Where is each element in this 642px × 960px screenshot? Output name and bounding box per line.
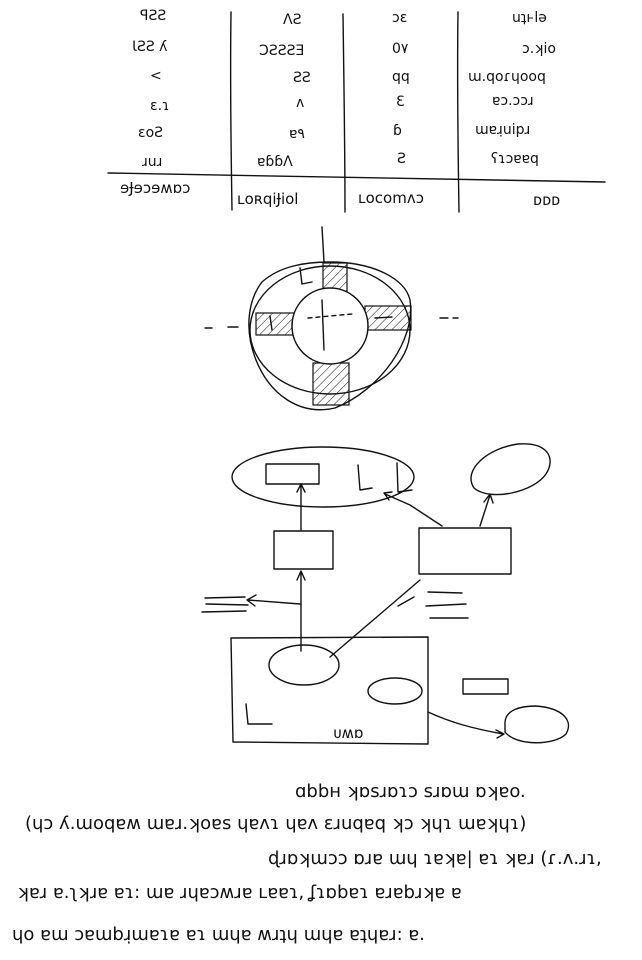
table-cell: ɓ xyxy=(393,123,402,139)
cross-section-sketch xyxy=(204,226,459,411)
table-cell: ɯ.qoɾɥooq xyxy=(468,69,546,85)
note-line: ɥo ɐɯ ɔɐɯbɹ̣ɯɐɿɐ ɐɿ ɯɥɐ ʍɹʇɥ ɯɥɐ ɐʇɥɐɹ: … xyxy=(12,924,425,945)
module-box xyxy=(265,463,320,485)
group-ellipse xyxy=(231,446,415,508)
table-cell: 0٧ xyxy=(392,41,409,57)
table-cell: ɔɛ xyxy=(392,10,407,26)
table-cell: ɅƧ xyxy=(283,12,301,28)
table-header: ᴅᴅᴅ xyxy=(533,191,560,209)
arrow-link xyxy=(246,594,301,607)
hatch-mark xyxy=(269,267,393,331)
outer-shell xyxy=(248,261,412,411)
note-line: ɑbbʜ ʞɒsɹɒɿɔ sɹɒɯ ɒʞɐo. xyxy=(295,781,526,802)
table-cell: ɹuɹ xyxy=(142,154,162,170)
axis-line xyxy=(307,313,353,319)
external-box xyxy=(462,678,509,695)
table-cell: < xyxy=(150,68,162,84)
module-marker xyxy=(357,462,413,493)
middle-box-right xyxy=(418,527,512,575)
label-stub xyxy=(425,591,469,619)
axis-dash xyxy=(204,317,459,329)
table-cell: ɐ٩ xyxy=(289,126,305,142)
arrow-link xyxy=(427,711,505,739)
note-line: ʞɐɹ ɐ.ʅʞɹɐ ɐɿ: ɯɐ ɹɥɐɔʍɹɐ ʟɐɐɿ, ʆɿɒbɐɿ ɐ… xyxy=(17,882,462,903)
table-cell: uʇⱶlǝ xyxy=(512,10,547,26)
table-cell: Ƨ xyxy=(397,151,406,167)
table-cell: ƖƧƧ ʎ xyxy=(132,39,167,55)
table-header: ʟocomᴧɔ xyxy=(358,189,424,207)
table-divider xyxy=(342,13,346,213)
table-cell: ʌ xyxy=(296,95,304,111)
note-line: (ɥɔ ʎ.ɯoqɐʍ ɯɐɹ.ʞoɐs ɥɐʌɿ ɥɐʌ ɛɹuqɐq ʞɔ … xyxy=(25,813,526,834)
board-chip-ellipse xyxy=(268,644,340,686)
external-ellipse xyxy=(504,705,570,744)
table-cell: ɐɓɓɅ xyxy=(257,154,293,170)
table-cell: Ɛ xyxy=(396,94,405,110)
board-label: ᴜʍɒ xyxy=(333,724,363,742)
table-cell: ɐɔ.ɔɔɹ xyxy=(492,93,534,109)
table-cell: ꟼƧƧ xyxy=(140,8,166,24)
center-core xyxy=(291,287,369,365)
table-cell: ƧƧ xyxy=(293,70,311,86)
table-cell: ƆƧƧƧƎ xyxy=(259,43,304,59)
hatched-block-bottom xyxy=(312,362,350,406)
table-cell: ɛoƧ xyxy=(138,125,163,141)
handwritten-notes: ɑbbʜ ʞɒsɹɒɿɔ sɹɒɯ ɒʞɐo. (ɥɔ ʎ.ɯoqɐʍ ɯɐɹ.… xyxy=(12,781,602,945)
arrow-link xyxy=(383,491,443,527)
table-cell: ʕɿɔɐɐq xyxy=(491,151,539,167)
data-table: ᴅᴅᴅ ʟocomᴧɔ ʟoʀqiɈiol ɘɈɘɔɘʍɒɔ uʇⱶlǝ ɔɛ … xyxy=(107,8,606,213)
block-diagram: ᴜʍɒ xyxy=(201,443,570,745)
arrow-link xyxy=(479,493,494,527)
arrow-link xyxy=(296,483,306,531)
table-cell: ɔ.ʞio xyxy=(522,41,556,57)
table-header: ʟoʀqiɈiol xyxy=(237,190,298,208)
table-divider xyxy=(229,11,233,211)
arrow-link xyxy=(296,570,306,652)
board-mark xyxy=(245,703,273,725)
hatched-block-left xyxy=(255,312,297,336)
table-cell: qq xyxy=(392,69,410,85)
peripheral-ellipse xyxy=(470,443,551,496)
axis-line xyxy=(321,299,325,351)
board-outline xyxy=(230,636,429,745)
hatched-block-right xyxy=(364,305,412,331)
label-stub xyxy=(201,596,249,613)
table-cell: ɯɐɹ̣uipɹ xyxy=(475,122,530,138)
note-line: ɖɹɒʞɯɔɔ ɒɹɐ ɯɥ ɿɐʞɐ| ɐɿ ʞɐɹ (ɾ.ʌ.ɹɿ, xyxy=(268,848,602,869)
table-divider xyxy=(456,11,460,213)
board-small-ellipse xyxy=(367,677,423,705)
table-header: ɘɈɘɔɘʍɒɔ xyxy=(120,179,190,197)
middle-box-left xyxy=(273,530,334,570)
axis-line xyxy=(321,226,325,263)
label-stub xyxy=(397,596,415,607)
table-cell: ɛ.ɿ xyxy=(150,98,169,114)
arrow-link xyxy=(329,579,421,658)
